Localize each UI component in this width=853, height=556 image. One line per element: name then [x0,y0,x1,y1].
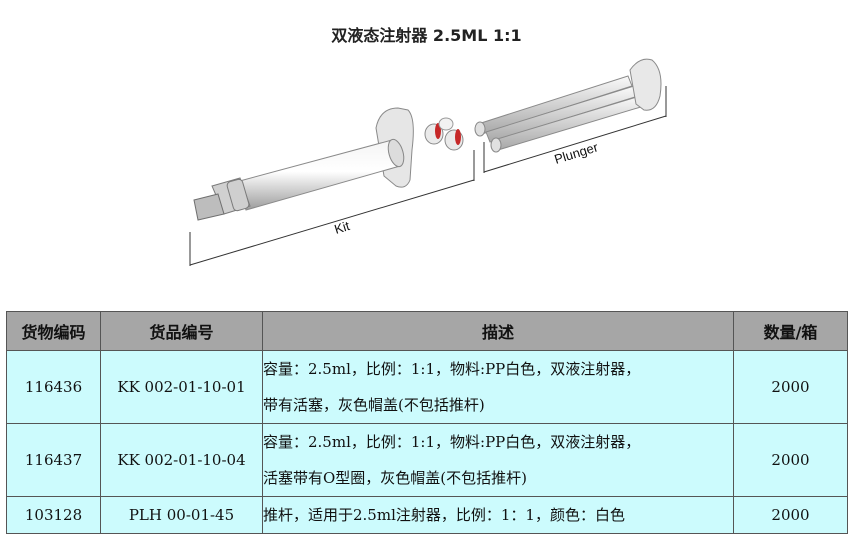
header-description: 描述 [262,311,734,351]
kit-dimension-line [189,150,475,266]
table-row: 103128 PLH 00-01-45 推杆，适用于2.5ml注射器，比例：1：… [6,496,848,534]
cell-item-number: KK 002-01-10-04 [100,423,263,497]
cell-item-number: PLH 00-01-45 [100,496,263,534]
description-line: 容量：2.5ml，比例：1:1，物料:PP白色，双液注射器， [263,360,641,378]
description-line: 容量：2.5ml，比例：1:1，物料:PP白色，双液注射器， [263,433,641,451]
description-line: 活塞带有O型圈，灰色帽盖(不包括推杆) [263,469,528,487]
plunger-dimension-line [483,86,667,173]
cell-quantity: 2000 [733,350,848,424]
description-line: 带有活塞，灰色帽盖(不包括推杆) [263,396,485,414]
cell-item-number: KK 002-01-10-01 [100,350,263,424]
kit-label: Kit [332,218,351,237]
header-code: 货物编码 [6,311,101,351]
cell-code: 116437 [6,423,101,497]
syringe-illustration: Kit Plunger [189,58,667,266]
page-title: 双液态注射器 2.5ML 1:1 [331,26,522,45]
header-item-number: 货品编号 [100,311,263,351]
cell-description: 推杆，适用于2.5ml注射器，比例：1：1，颜色：白色 [262,496,734,534]
cell-code: 103128 [6,496,101,534]
header-quantity: 数量/箱 [733,311,848,351]
cell-quantity: 2000 [733,423,848,497]
cell-description: 容量：2.5ml，比例：1:1，物料:PP白色，双液注射器， 带有活塞，灰色帽盖… [262,350,734,424]
kit-syringe [193,107,414,221]
cell-code: 116436 [6,350,101,424]
cell-description: 容量：2.5ml，比例：1:1，物料:PP白色，双液注射器， 活塞带有O型圈，灰… [262,423,734,497]
product-table: 货物编码 货品编号 描述 数量/箱 116436 KK 002-01-10-01… [6,311,848,534]
cell-quantity: 2000 [733,496,848,534]
table-header-row: 货物编码 货品编号 描述 数量/箱 [6,311,848,351]
piston-set [424,117,464,151]
table-row: 116436 KK 002-01-10-01 容量：2.5ml，比例：1:1，物… [6,350,848,424]
description-line: 推杆，适用于2.5ml注射器，比例：1：1，颜色：白色 [263,506,625,524]
table-row: 116437 KK 002-01-10-04 容量：2.5ml，比例：1:1，物… [6,423,848,497]
plunger [474,58,662,153]
